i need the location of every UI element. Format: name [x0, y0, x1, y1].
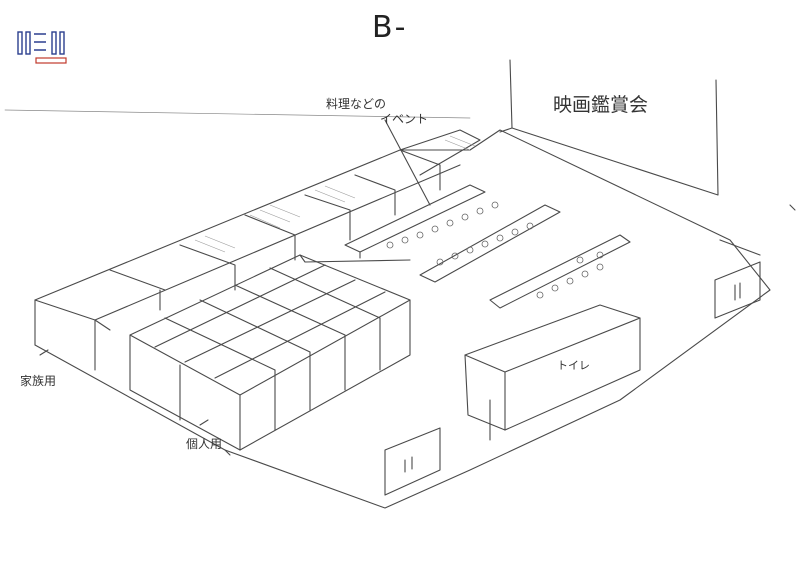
logo [17, 31, 67, 64]
label-food-event-line2: イベント [380, 112, 429, 126]
label-personal-use: 個人用 [186, 437, 223, 451]
floor-outline [34, 129, 771, 509]
leader-lines [39, 119, 796, 426]
event-table [344, 184, 631, 309]
sheet-title: B- [372, 10, 408, 45]
label-family-use: 家族用 [20, 374, 57, 388]
screen-wall [499, 59, 719, 196]
seating [386, 201, 604, 299]
front-booth [384, 427, 441, 496]
family-booths [34, 129, 481, 371]
label-food-event-line1: 料理などの [326, 97, 387, 111]
toilet-block [464, 304, 641, 441]
label-movie-viewing: 映画鑑賞会 [553, 94, 649, 116]
personal-booths [129, 254, 411, 451]
side-booth [714, 239, 761, 319]
label-toilet: トイレ [557, 359, 590, 372]
